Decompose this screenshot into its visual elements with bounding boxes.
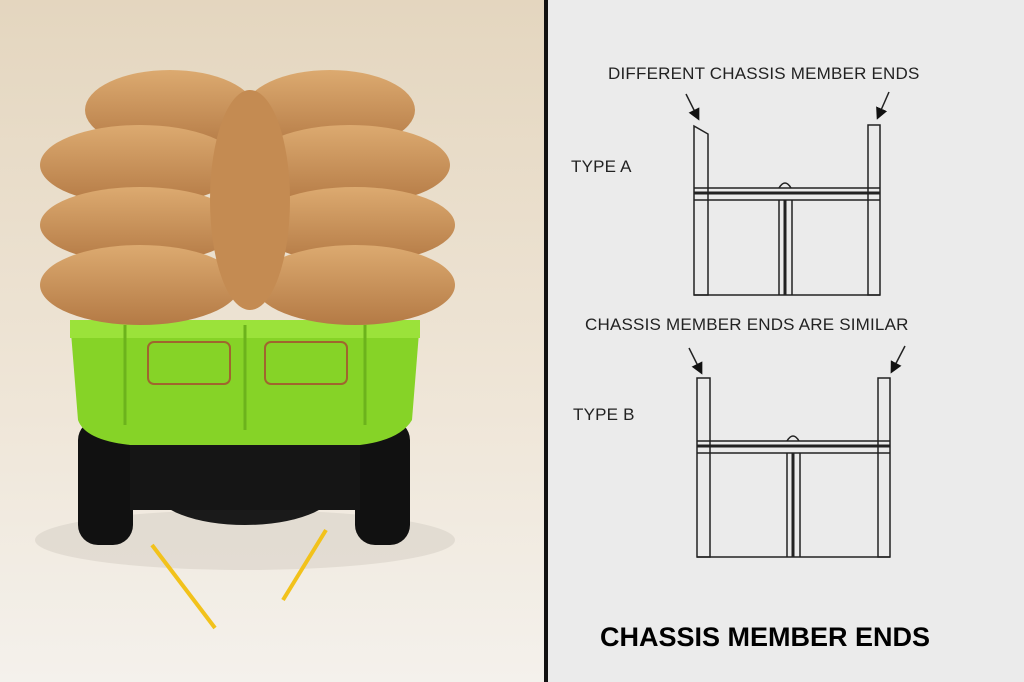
chassis-diagram-panel: DIFFERENT CHASSIS MEMBER ENDS TYPE A CHA… — [548, 0, 1024, 682]
heading-type-b: CHASSIS MEMBER ENDS ARE SIMILAR — [585, 315, 909, 334]
type-a-drawing — [685, 91, 890, 296]
highlight-line-right — [281, 528, 328, 602]
heading-type-a: DIFFERENT CHASSIS MEMBER ENDS — [608, 64, 920, 83]
diagram-title: CHASSIS MEMBER ENDS — [600, 622, 931, 652]
truck-rear-photo — [0, 0, 544, 682]
sack-load — [40, 70, 455, 325]
panel-divider — [544, 0, 548, 682]
chassis-drawings — [685, 91, 906, 558]
truck-bed — [70, 320, 420, 445]
label-type-b: TYPE B — [573, 405, 635, 424]
label-type-a: TYPE A — [571, 157, 632, 176]
wheels — [78, 420, 410, 545]
highlight-line-left — [150, 543, 217, 630]
type-b-drawing — [688, 345, 906, 558]
